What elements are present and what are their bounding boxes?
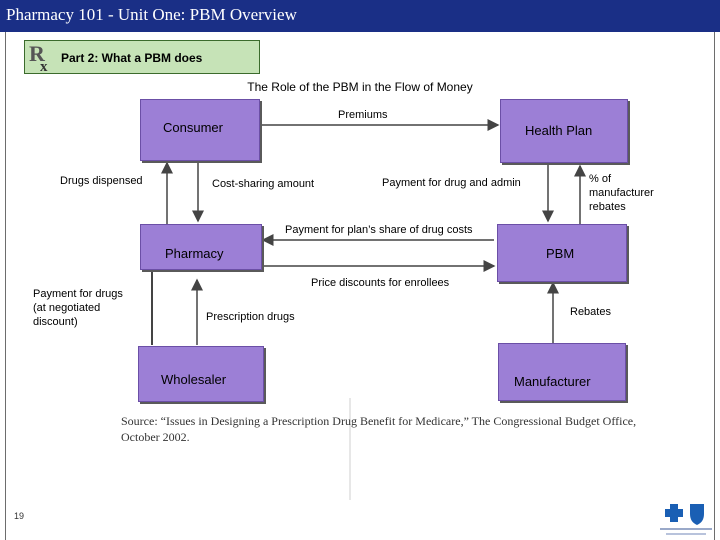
node-wholesaler-label: Wholesaler [161,372,227,387]
part-banner: R x Part 2: What a PBM does [24,40,260,74]
flow-premiums-label: Premiums [338,109,388,121]
node-pharmacy-label: Pharmacy [165,246,224,261]
flow-prescription-drugs-label: Prescription drugs [206,311,295,323]
flow-rebates-label: Rebates [570,306,611,318]
part-label: Part 2: What a PBM does [61,51,203,65]
node-wholesaler: Wholesaler [138,346,264,402]
diagram-title: The Role of the PBM in the Flow of Money [247,80,473,94]
node-health-plan-label: Health Plan [525,123,593,138]
flow-drugs-dispensed-label: Drugs dispensed [60,175,143,187]
flow-payment-negotiated-label: Payment for drugs (at negotiated discoun… [33,288,123,328]
node-health-plan: Health Plan [500,99,628,163]
svg-text:R: R [29,41,46,66]
node-pbm: PBM [497,224,627,282]
page-number: 19 [14,511,25,521]
svg-text:x: x [40,59,48,73]
node-consumer: Consumer [140,99,260,161]
title-bar: Pharmacy 101 - Unit One: PBM Overview [0,0,720,32]
slide-frame [5,32,715,540]
node-manufacturer: Manufacturer [498,343,626,401]
node-consumer-label: Consumer [163,120,223,135]
node-pharmacy: Pharmacy [140,224,262,270]
flow-cost-sharing-label: Cost-sharing amount [212,178,315,190]
flow-payment-drug-admin-label: Payment for drug and admin [382,177,521,189]
slide-title: Pharmacy 101 - Unit One: PBM Overview [6,5,297,24]
bcbs-logo [660,504,712,535]
flow-payment-plan-share-label: Payment for plan’s share of drug costs [285,224,473,236]
node-pbm-label: PBM [546,246,575,261]
flow-price-discounts-label: Price discounts for enrollees [311,277,450,289]
flow-manufacturer-rebates-label: % of manufacturer rebates [589,173,654,213]
source-note: Source: “Issues in Designing a Prescript… [121,414,637,444]
node-manufacturer-label: Manufacturer [514,374,591,389]
rx-icon: R x [26,41,56,73]
